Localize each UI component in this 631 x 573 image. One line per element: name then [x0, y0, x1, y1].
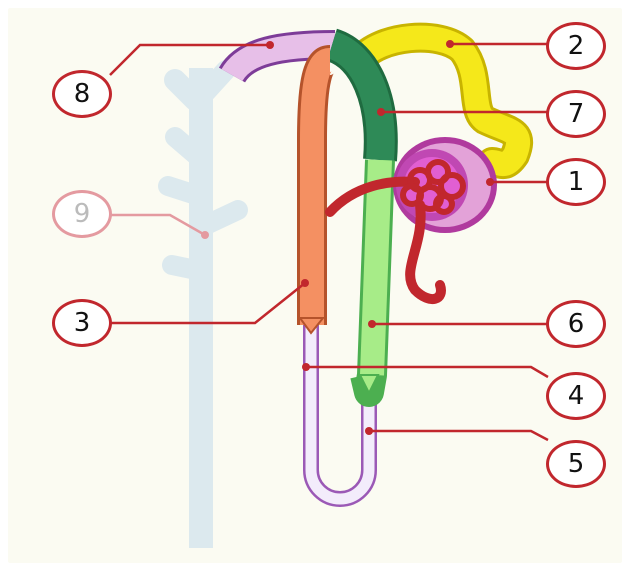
leader-dots — [201, 40, 494, 435]
callout-8: 8 — [52, 70, 112, 118]
collecting-duct — [158, 60, 248, 548]
callout-4: 4 — [546, 372, 606, 420]
proximal-tubule — [297, 45, 336, 335]
callout-2: 2 — [546, 22, 606, 70]
connecting-tubule — [218, 30, 336, 84]
callout-5: 5 — [546, 440, 606, 488]
callout-3: 3 — [52, 299, 112, 347]
yellow-tubule — [345, 22, 534, 180]
leader-lines — [109, 42, 549, 442]
callout-7: 7 — [546, 90, 606, 138]
glomerulus — [325, 159, 466, 304]
callout-6: 6 — [546, 300, 606, 348]
callout-9: 9 — [52, 190, 112, 238]
callout-1: 1 — [546, 158, 606, 206]
loop-of-henle — [303, 325, 377, 507]
distal-tubule — [325, 28, 398, 407]
